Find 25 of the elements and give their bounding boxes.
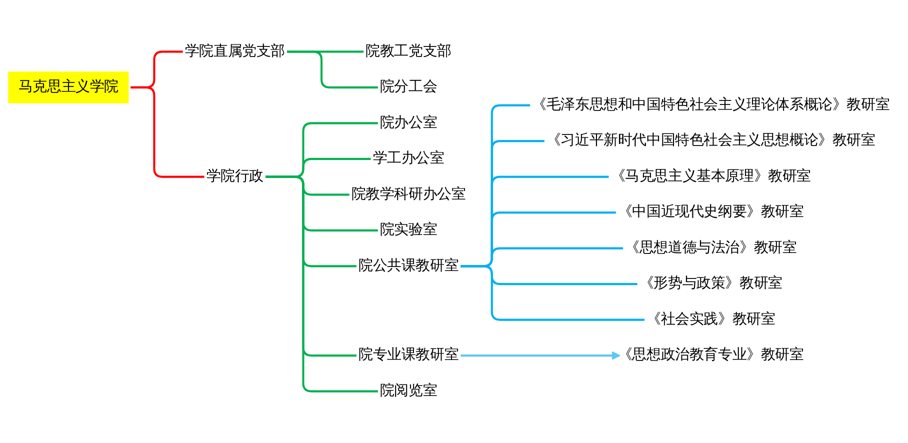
node-text: 《马克思主义基本原理》教研室 [610,168,811,184]
node-text: 《社会实践》教研室 [646,311,776,328]
node-text: 学工办公室 [372,150,444,167]
node-text: 《中国近现代史纲要》教研室 [618,204,804,220]
node-text: 《思想政治教育专业》教研室 [618,346,804,364]
node-text: 学院直属党支部 [184,43,285,60]
node-text: 《思想道德与法治》教研室 [625,240,797,256]
node-text: 《习近平新时代中国特色社会主义思想概论》教研室 [546,132,876,149]
node-text: 《形势与政策》教研室 [639,275,782,292]
node-text: 《毛泽东思想和中国特色社会主义理论体系概论》教研室 [532,96,890,113]
connector [266,176,378,392]
node-text: 院实验室 [380,222,438,238]
node-text: 院阅览室 [380,382,438,399]
arrow [460,351,620,360]
connector [130,86,204,178]
connector [287,50,378,88]
connector [460,265,644,321]
node-text: 院办公室 [380,114,438,131]
node-text: 院分工会 [380,78,438,96]
node-box: 马克思主义学院 [8,72,129,104]
node-text: 院专业课教研室 [358,346,459,364]
node-text: 院教工党支部 [366,43,452,60]
node-text: 院公共课教研室 [358,258,459,274]
node-text: 院教学科研办公室 [351,186,466,202]
node-text: 学院行政 [206,168,264,184]
